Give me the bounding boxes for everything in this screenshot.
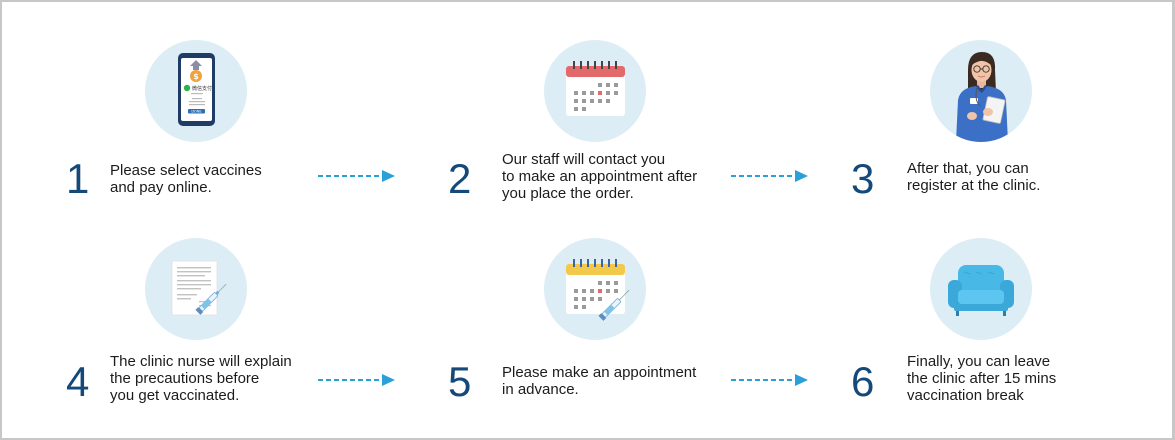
step-6-icon-circle [930, 238, 1032, 340]
step-4-text-line: you get vaccinated. [110, 387, 240, 404]
step-6-text-line: the clinic after 15 mins [907, 370, 1057, 387]
nurse-icon [956, 52, 1008, 142]
step-1-text: Please select vaccines and pay online. [110, 162, 262, 196]
phone-brand-text: 微信支付 [192, 85, 212, 92]
step-3-icon-circle [930, 40, 1032, 142]
step-3-text-line: register at the clinic. [907, 177, 1041, 194]
step-1-icon-circle: $ 微信支付 DONE [145, 40, 247, 142]
step-5-number: 5 [448, 358, 472, 405]
step-1-text-line: and pay online. [110, 179, 212, 196]
step-2-text: Our staff will contact you to make an ap… [502, 151, 697, 202]
step-3-text: After that, you can register at the clin… [907, 160, 1040, 194]
step-1-number: 1 [66, 155, 90, 202]
step-2-text-line: Our staff will contact you [502, 151, 666, 168]
step-2-number: 2 [448, 155, 472, 202]
step-6-text-line: Finally, you can leave [907, 353, 1051, 370]
step-3-text-line: After that, you can [907, 160, 1029, 177]
step-2-text-line: you place the order. [502, 185, 634, 202]
step-5-text-line: in advance. [502, 381, 579, 398]
sofa-icon [948, 265, 1014, 316]
calendar-icon [566, 61, 625, 116]
step-6-number: 6 [851, 358, 875, 405]
arrow-5-to-6 [731, 373, 809, 387]
step-6-text-line: vaccination break [907, 387, 1024, 404]
step-2-icon-circle [544, 40, 646, 142]
step-4-text-line: the precautions before [110, 370, 260, 387]
arrow-4-to-5 [318, 373, 396, 387]
calendar-syringe-icon [566, 259, 630, 321]
step-6-text: Finally, you can leave the clinic after … [907, 353, 1056, 404]
step-2-text-line: to make an appointment after [502, 168, 698, 185]
arrow-1-to-2 [318, 169, 396, 183]
arrow-2-to-3 [731, 169, 809, 183]
document-syringe-icon [171, 260, 227, 316]
step-4-text: The clinic nurse will explain the precau… [110, 353, 292, 404]
phone-done-text: DONE [191, 110, 201, 114]
step-3-number: 3 [851, 155, 875, 202]
svg-text:$: $ [193, 72, 199, 81]
step-4-text-line: The clinic nurse will explain [110, 353, 292, 370]
step-4-icon-circle [145, 238, 247, 340]
step-5-text-line: Please make an appointment [502, 364, 697, 381]
step-5-text: Please make an appointment in advance. [502, 364, 696, 398]
step-5-icon-circle [544, 238, 646, 340]
step-1-text-line: Please select vaccines [110, 162, 262, 179]
phone-payment-icon: $ 微信支付 DONE [178, 53, 215, 126]
step-4-number: 4 [66, 358, 90, 405]
